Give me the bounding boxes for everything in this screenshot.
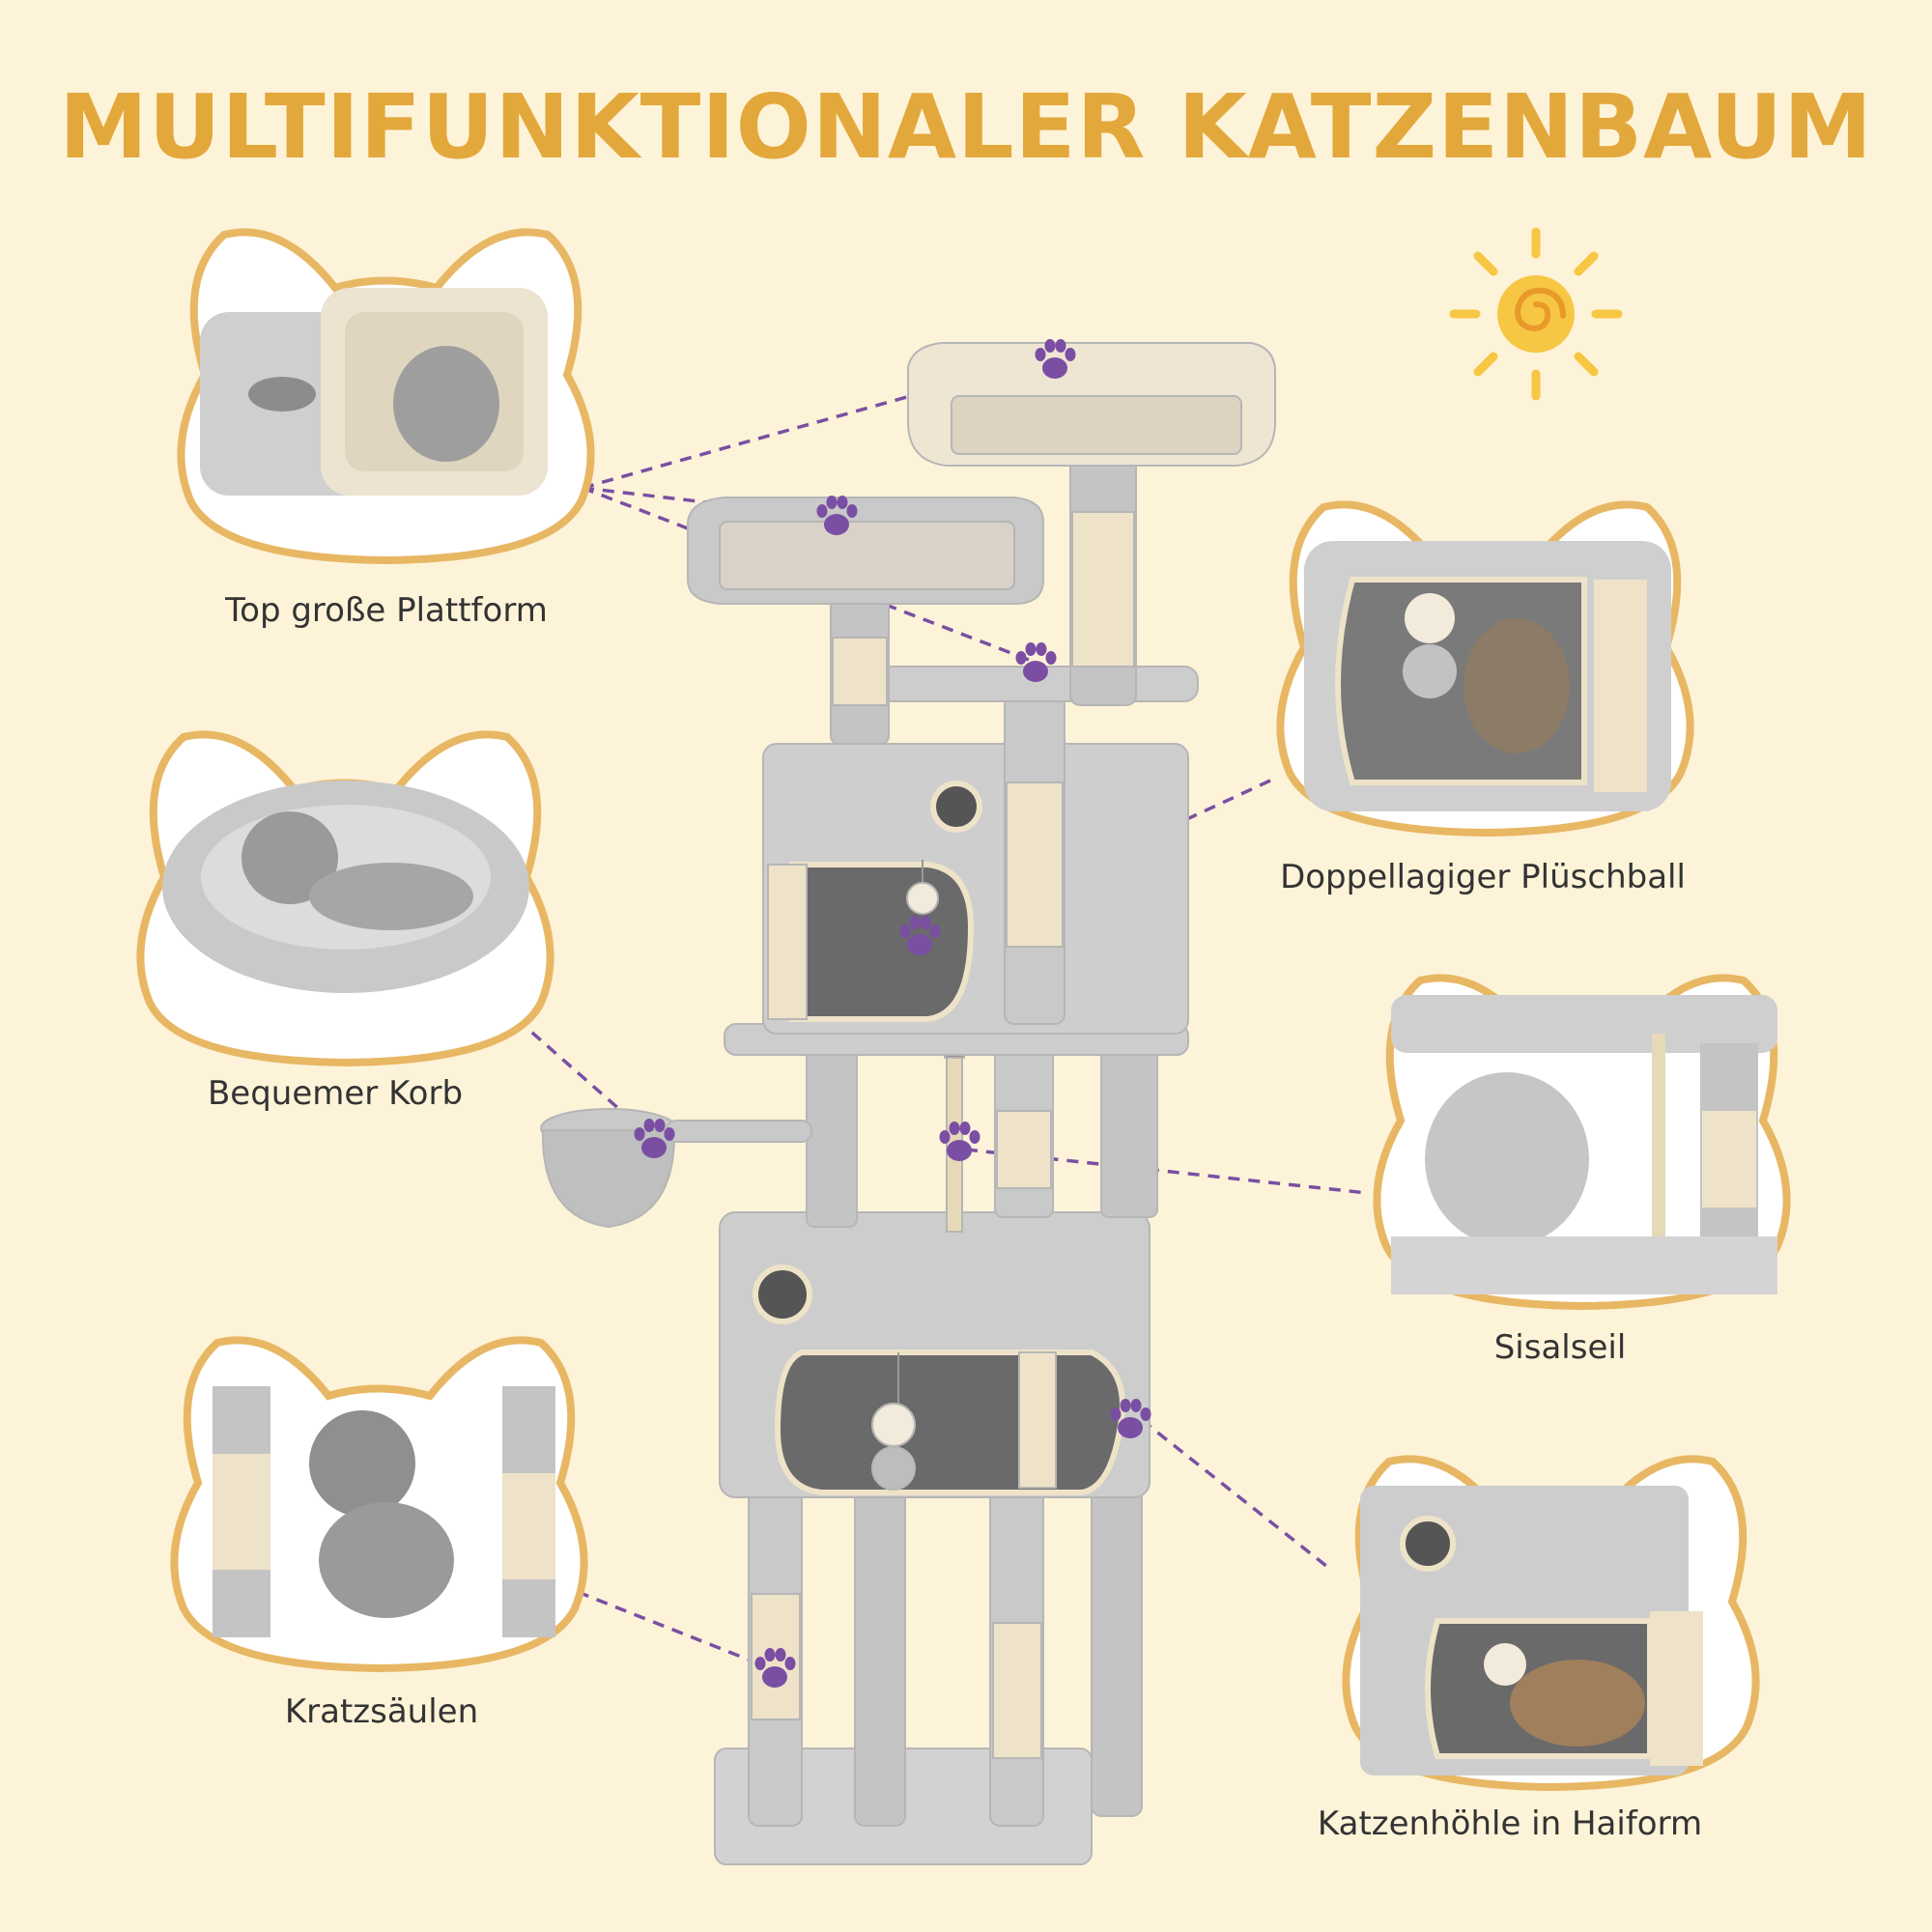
- sun-icon: [1449, 227, 1623, 401]
- frame-sisal-rope: [1377, 978, 1786, 1306]
- label-scratch-posts: Kratzsäulen: [284, 1692, 479, 1731]
- frame-top-platform: [181, 232, 590, 560]
- label-top-platform: Top große Plattform: [225, 591, 548, 630]
- label-plush-ball: Doppellagiger Plüschball: [1280, 858, 1686, 896]
- label-basket: Bequemer Korb: [207, 1074, 464, 1113]
- label-shark-cave: Katzenhöhle in Haiform: [1317, 1804, 1703, 1843]
- cat-tree: [540, 342, 1276, 1865]
- page-title: MULTIFUNKTIONALER KATZENBAUM: [59, 75, 1873, 179]
- frame-basket: [140, 734, 550, 1063]
- label-sisal-rope: Sisalseil: [1493, 1328, 1627, 1367]
- frame-plush-ball: [1280, 504, 1690, 833]
- frame-scratch-posts: [174, 1340, 583, 1668]
- frame-shark-cave: [1346, 1459, 1755, 1787]
